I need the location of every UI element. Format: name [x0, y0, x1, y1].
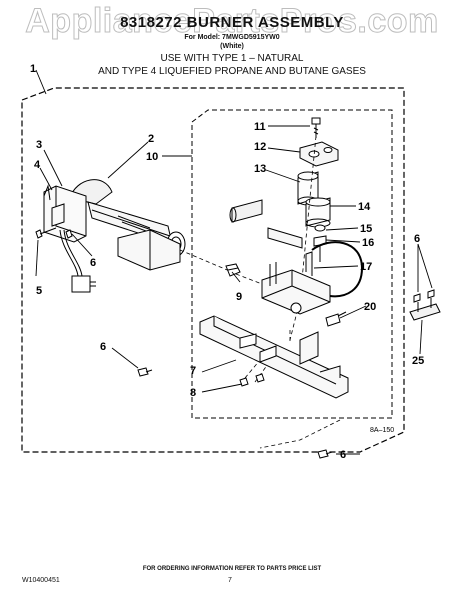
- coil-bracket: [299, 141, 339, 167]
- callout-14: 14: [358, 201, 371, 213]
- screw-left: [137, 367, 153, 377]
- model-line: For Model: 7MWGD5915YW0: [184, 34, 280, 41]
- screw-bottom: [317, 449, 333, 459]
- callout-3: 3: [36, 139, 42, 151]
- color-line: (White): [220, 43, 244, 50]
- ordering-note: FOR ORDERING INFORMATION REFER TO PARTS …: [142, 566, 322, 572]
- callout-20: 20: [364, 301, 376, 313]
- callout-7: 7: [190, 365, 196, 377]
- callout-12: 12: [254, 141, 266, 153]
- burner-nut: [225, 263, 241, 277]
- callout-8: 8: [190, 387, 196, 399]
- callout-16: 16: [362, 237, 374, 249]
- art-code: 8A–150: [370, 427, 394, 434]
- valve-mounting-bracket: [199, 315, 349, 399]
- callout-6-right: 6: [414, 233, 420, 245]
- gas-tube: [229, 199, 303, 249]
- callout-17: 17: [360, 261, 372, 273]
- assembly-outline: [21, 87, 405, 453]
- bracket-mounting-screws: [239, 373, 265, 387]
- callout-labels: 1 2 3 4 5 6 6 6 6 7 8 9 10 11 12 13 14 1…: [30, 63, 424, 461]
- callout-10: 10: [146, 151, 158, 163]
- page-title: 8318272 BURNER ASSEMBLY: [120, 14, 344, 31]
- gas-valve-body: [261, 251, 331, 315]
- valve-wire-loop: [311, 241, 364, 298]
- callout-6-bracket: 6: [90, 257, 96, 269]
- callout-leaders: [35, 69, 433, 455]
- usage-line-2: AND TYPE 4 LIQUEFIED PROPANE AND BUTANE …: [98, 66, 366, 77]
- document-number: W10400451: [22, 577, 60, 584]
- callout-9: 9: [236, 291, 242, 303]
- callout-4: 4: [34, 159, 41, 171]
- top-screw: [311, 117, 321, 138]
- callout-25: 25: [412, 355, 424, 367]
- clamp-and-screws: [409, 289, 441, 321]
- valve-coil-lower: [305, 197, 331, 228]
- callout-2: 2: [148, 133, 154, 145]
- callout-15: 15: [360, 223, 372, 235]
- watermark: AppliancePartsPros.com: [25, 2, 439, 41]
- callout-6-bottom: 6: [340, 449, 346, 461]
- ignitor-wire: [59, 229, 96, 293]
- valve-coil-upper: [297, 171, 319, 206]
- callout-1: 1: [30, 63, 36, 75]
- valve-subassembly-outline: [191, 109, 393, 419]
- page-number: 7: [228, 577, 232, 584]
- burner-mounting-plate: [117, 229, 181, 271]
- callout-5: 5: [36, 285, 42, 297]
- callout-13: 13: [254, 163, 266, 175]
- bracket-screws: [35, 227, 73, 239]
- callout-11: 11: [254, 121, 266, 133]
- callout-6-left: 6: [100, 341, 106, 353]
- valve-fitting: [325, 311, 347, 327]
- ignitor-bracket: [43, 184, 87, 243]
- usage-line-1: USE WITH TYPE 1 – NATURAL: [160, 53, 304, 64]
